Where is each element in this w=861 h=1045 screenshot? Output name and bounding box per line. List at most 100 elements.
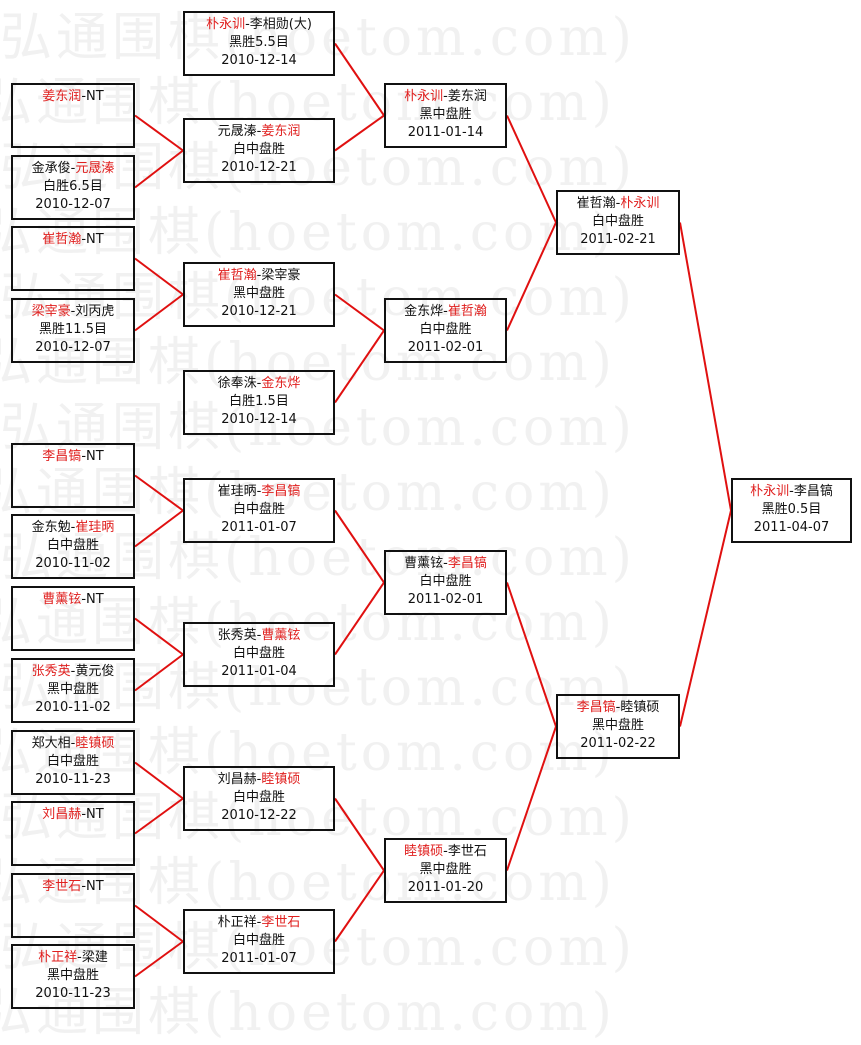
separator: - (443, 844, 448, 859)
player-2: 梁宰豪 (261, 268, 301, 283)
match-players: 崔珪昞-李昌镐 (185, 483, 333, 501)
match-date: 2010-11-23 (35, 986, 111, 1001)
match-box: 李昌镐-NT (11, 443, 135, 508)
separator: - (70, 664, 76, 679)
player-2: NT (86, 879, 104, 894)
separator: - (443, 556, 448, 571)
match-result: 黑中盘胜 (419, 862, 472, 877)
match-players: 张秀英-黄元俊 (13, 663, 133, 681)
match-players: 崔哲瀚-朴永训 (558, 195, 678, 213)
match-players: 睦镇硕-李世石 (386, 843, 505, 861)
player-2: 姜东润 (261, 124, 301, 139)
match-players: 朴永训-李昌镐 (733, 483, 850, 501)
player-2: 李相勋(大) (249, 17, 312, 32)
player-1: 徐奉洙 (217, 376, 257, 391)
separator: - (443, 304, 448, 319)
match-box: 曹薰铉-NT (11, 586, 135, 651)
player-2: 黄元俊 (75, 664, 115, 679)
player-1: 刘昌赫 (42, 807, 82, 822)
match-players: 郑大相-睦镇硕 (13, 735, 133, 753)
watermark-text: 弘通围棋(hoetom.com) (0, 723, 616, 783)
match-result: 黑中盘胜 (591, 718, 644, 733)
player-2: 朴永训 (620, 196, 660, 211)
match-result: 黑中盘胜 (46, 682, 99, 697)
player-2: 李世石 (261, 915, 301, 930)
bracket-connector (134, 653, 184, 692)
player-2: 姜东润 (447, 89, 487, 104)
match-players: 刘昌赫-NT (13, 806, 133, 824)
match-players: 朴永训-李相勋(大) (185, 16, 333, 34)
match-date: 2011-01-07 (221, 951, 297, 966)
separator: - (81, 449, 87, 464)
player-2: NT (86, 807, 104, 822)
separator: - (256, 915, 262, 930)
player-1: 姜东润 (42, 89, 82, 104)
separator: - (77, 950, 82, 965)
player-1: 李世石 (42, 879, 82, 894)
bracket-connector (334, 329, 385, 404)
separator: - (70, 520, 76, 535)
match-date: 2010-12-14 (221, 412, 297, 427)
separator: - (81, 807, 87, 822)
match-result: 白中盘胜 (232, 933, 285, 948)
bracket-connector (134, 293, 184, 332)
player-1: 元晟溱 (217, 124, 257, 139)
bracket-connector (134, 149, 184, 189)
match-date: 2011-04-07 (753, 520, 830, 535)
player-2: NT (86, 592, 104, 607)
match-date: 2010-11-23 (35, 772, 111, 787)
separator: - (256, 628, 262, 643)
player-1: 曹薰铉 (404, 556, 444, 571)
player-1: 刘昌赫 (217, 772, 257, 787)
match-date: 2010-12-07 (35, 340, 111, 355)
bracket-lines (134, 42, 732, 978)
player-1: 金承俊 (31, 161, 71, 176)
player-2: 曹薰铉 (261, 628, 301, 643)
match-players: 李昌镐-睦镇硕 (558, 699, 678, 717)
player-2: 睦镇硕 (620, 700, 660, 715)
match-players: 刘昌赫-睦镇硕 (185, 771, 333, 789)
match-result: 白中盘胜 (419, 322, 472, 337)
separator: - (256, 484, 262, 499)
match-box: 刘昌赫-NT (11, 801, 135, 866)
match-date: 2010-12-21 (221, 304, 297, 319)
player-2: NT (86, 89, 104, 104)
player-1: 张秀英 (31, 664, 71, 679)
player-1: 李昌镐 (576, 700, 616, 715)
bracket-connector (506, 582, 557, 727)
bracket-connector (134, 940, 184, 978)
watermark-text: 弘通围棋(hoetom.com) (0, 463, 616, 523)
match-result: 白中盘胜 (419, 574, 472, 589)
watermark-text: 弘通围棋(hoetom.com) (0, 918, 636, 978)
separator: - (81, 879, 87, 894)
match-players: 张秀英-曹薰铉 (185, 627, 333, 645)
match-box: 姜东润-NT (11, 83, 135, 148)
match-players: 曹薰铉-NT (13, 591, 133, 609)
player-2: 刘丙虎 (75, 304, 115, 319)
match-players: 姜东润-NT (13, 88, 133, 106)
match-date: 2011-01-04 (221, 664, 297, 679)
match-result: 白胜6.5目 (43, 179, 103, 194)
player-2: 金东烨 (261, 376, 301, 391)
match-result: 黑中盘胜 (46, 968, 99, 983)
match-result: 黑中盘胜 (419, 107, 472, 122)
match-players: 朴永训-姜东润 (386, 88, 505, 106)
match-players: 金东烨-崔哲瀚 (386, 303, 505, 321)
player-1: 朴正祥 (217, 915, 257, 930)
separator: - (256, 772, 262, 787)
player-2: 李昌镐 (447, 556, 487, 571)
match-date: 2010-12-14 (221, 53, 297, 68)
match-box: 朴正祥-李世石白中盘胜 2011-01-07 (183, 909, 335, 974)
match-date: 2011-01-07 (221, 520, 297, 535)
separator: - (615, 196, 621, 211)
separator: - (789, 484, 794, 499)
